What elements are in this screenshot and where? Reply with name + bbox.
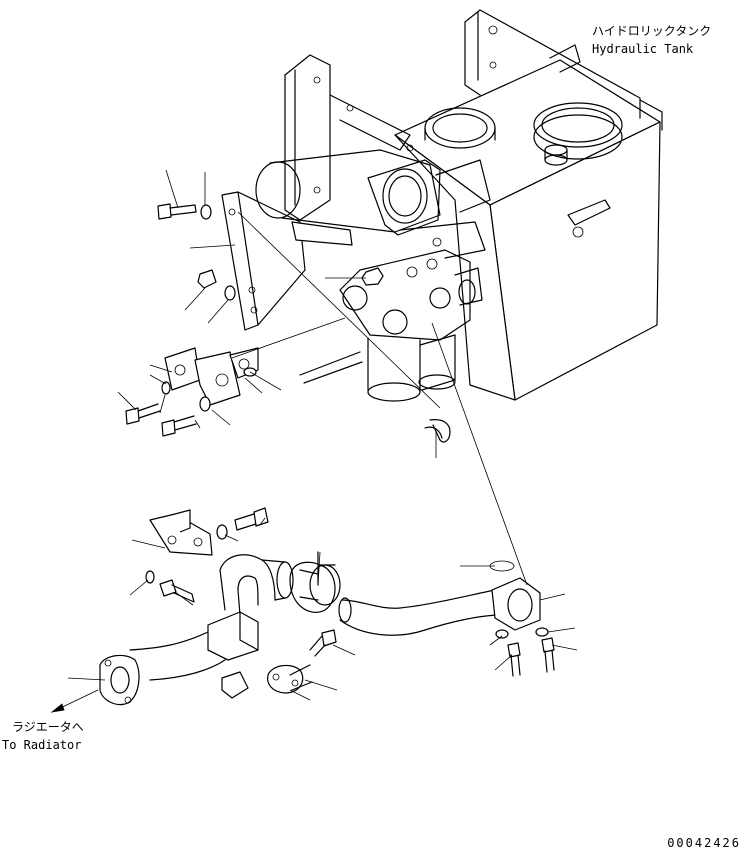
tank-label-japanese: ハイドロリックタンク	[592, 24, 712, 38]
radiator-label-english: To Radiator	[2, 738, 82, 752]
filter-assembly	[299, 221, 486, 402]
drawing-number: 00042426	[667, 836, 741, 850]
arrow-icon	[50, 689, 99, 713]
mounting-plate	[221, 191, 353, 331]
elbow-flange	[164, 347, 259, 406]
tank-label-english: Hydraulic Tank	[592, 42, 694, 56]
upper-hose	[424, 419, 451, 443]
suction-pipe	[255, 149, 491, 236]
radiator-label-japanese: ラジエータへ	[12, 720, 84, 734]
lower-pipe-assembly	[99, 509, 541, 706]
frame-bracket	[284, 54, 414, 221]
hydraulic-tank	[394, 9, 663, 401]
upper-fasteners	[125, 203, 257, 437]
leader-lines	[67, 169, 578, 701]
